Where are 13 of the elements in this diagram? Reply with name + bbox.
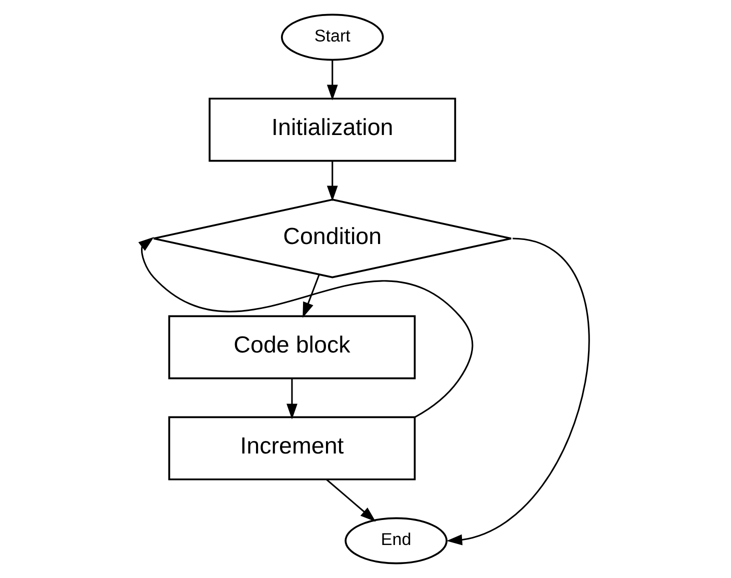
arrow [326, 60, 338, 100]
arrow [326, 479, 376, 522]
arrow [446, 238, 590, 546]
node-box: Increment [168, 416, 416, 480]
node-box: Code block [168, 315, 416, 380]
arrow [138, 237, 474, 418]
arrow [302, 274, 320, 318]
node-ellipse: End [344, 517, 448, 564]
node-diamond: Condition [152, 198, 512, 278]
node-box: Initialization [208, 98, 456, 162]
arrow [326, 161, 338, 202]
arrow [286, 378, 298, 420]
node-ellipse: Start [280, 14, 384, 61]
